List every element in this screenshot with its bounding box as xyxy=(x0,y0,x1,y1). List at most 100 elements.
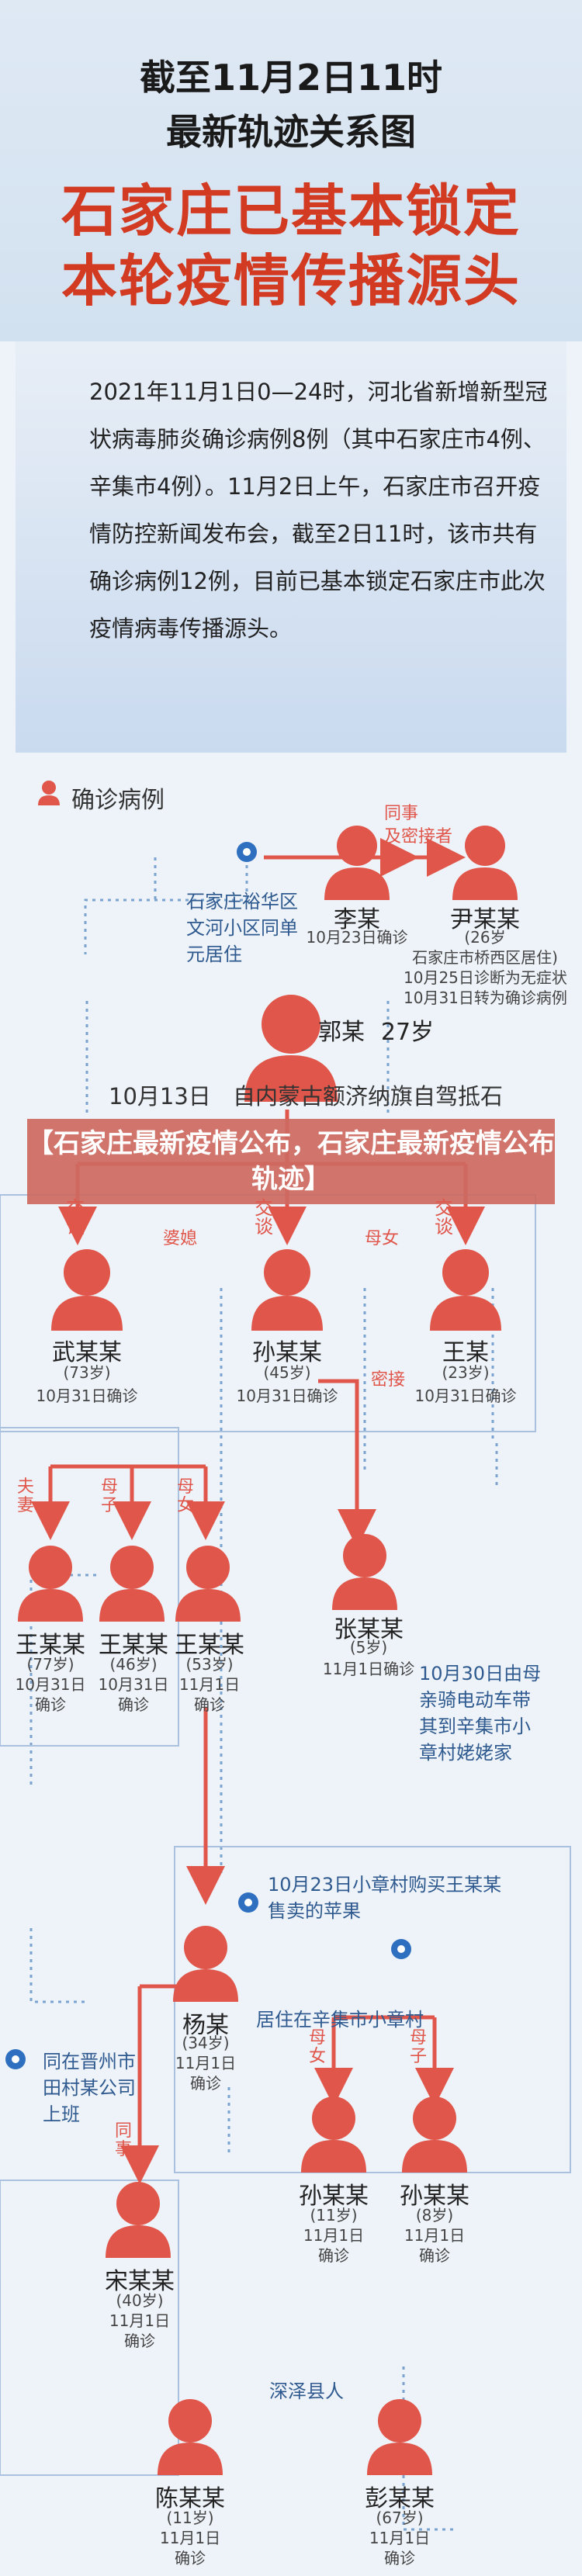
person-name-wu: 武某某 xyxy=(52,1339,122,1366)
location-buy-apple: 10月23日小章村购买王某某售卖的苹果 xyxy=(268,1874,502,1922)
person-info-wang2-0: (77岁) xyxy=(26,1655,74,1674)
relation-muzi-1: 母子 xyxy=(101,1477,119,1515)
person-info-sun2-0: (11岁) xyxy=(310,2206,358,2225)
person-info-sun1-1: 10月31日确诊 xyxy=(236,1387,338,1405)
person-name-zhang: 张某某 xyxy=(334,1616,404,1643)
person-info-song-0: (40岁) xyxy=(116,2291,164,2310)
person-info-sun3-1: 11月1日 xyxy=(404,2226,466,2245)
person-info-sun3-0: (8岁) xyxy=(415,2206,454,2225)
person-info-yin-3: 10月31日转为确诊病例 xyxy=(404,989,567,1007)
relation-poxi: 婆媳 xyxy=(163,1229,198,1248)
person-age-guo: 27岁 xyxy=(380,1019,435,1046)
person-info-wu-1: 10月31日确诊 xyxy=(36,1387,138,1405)
intro-panel: 2021年11月1日0—24时，河北省新增新型冠状病毒肺炎确诊病例8例（其中石家… xyxy=(16,341,566,753)
overlay-banner: 【石家庄最新疫情公布，石家庄最新疫情公布轨迹】 xyxy=(27,1119,555,1204)
person-info-song-1: 11月1日 xyxy=(109,2311,171,2330)
location-yuhua: 石家庄裕华区文河小区同单元居住 xyxy=(186,891,298,965)
person-icon-wang2 xyxy=(18,1546,83,1622)
headline-line2: 本轮疫情传播源头 xyxy=(61,248,521,313)
person-info-zhang-1: 11月1日确诊 xyxy=(322,1660,415,1678)
person-name-yang: 杨某 xyxy=(182,2012,229,2039)
person-info-wu-0: (73岁) xyxy=(63,1363,111,1382)
person-info-wang4-0: (53岁) xyxy=(185,1655,234,1674)
person-info-wang3-0: (46岁) xyxy=(109,1655,158,1674)
person-icon-guo xyxy=(244,995,338,1102)
location-live-xiaozhang: 居住在辛集市小章村 xyxy=(256,2009,424,2031)
person-info-wang4-2: 确诊 xyxy=(194,1695,225,1714)
relation-jiaotan-1: 交谈 xyxy=(66,1197,85,1238)
person-icon-sun1 xyxy=(251,1249,323,1331)
person-info-li: 10月23日确诊 xyxy=(306,928,408,947)
location-xinji-xiaozhang: 10月30日由母亲骑电动车带其到辛集市小章村姥姥家 xyxy=(419,1663,542,1764)
header-panel: 截至11月2日11时 最新轨迹关系图 石家庄已基本锁定 本轮疫情传播源头 xyxy=(0,0,582,341)
person-info-peng-2: 确诊 xyxy=(384,2549,415,2567)
relation-jiaotan-3: 交谈 xyxy=(435,1197,453,1238)
person-icon-yin xyxy=(452,826,518,900)
person-info-sun2-1: 11月1日 xyxy=(303,2226,365,2245)
relation-muzi-2: 母子 xyxy=(410,2028,428,2066)
person-icon-yang xyxy=(173,1926,238,2002)
person-icon-song xyxy=(106,2182,171,2258)
person-info-wang2-2: 确诊 xyxy=(35,1695,66,1714)
person-icon-li xyxy=(324,826,390,900)
person-name-chen: 陈某某 xyxy=(155,2485,225,2512)
person-info-wang3-1: 10月31日 xyxy=(98,1675,169,1694)
person-info-yin-0: (26岁 xyxy=(464,928,506,947)
person-info-chen-0: (11岁) xyxy=(166,2508,214,2527)
person-info-sun1-0: (45岁) xyxy=(263,1363,311,1382)
person-info-yang-0: (34岁) xyxy=(182,2034,230,2052)
guo-trail-date-0: 10月13日 xyxy=(109,1083,211,1110)
person-name-peng: 彭某某 xyxy=(365,2485,435,2512)
person-icon-sun2 xyxy=(301,2096,366,2173)
person-info-peng-1: 11月1日 xyxy=(369,2529,431,2547)
person-name-song: 宋某某 xyxy=(105,2268,175,2295)
person-name-wang3: 王某某 xyxy=(99,1632,168,1659)
person-icon-peng xyxy=(367,2399,432,2475)
person-name-sun1: 孙某某 xyxy=(252,1339,322,1366)
person-icon-legend xyxy=(38,781,60,805)
person-info-wang2-1: 10月31日 xyxy=(15,1675,86,1694)
person-name-guo: 郭某 xyxy=(318,1019,365,1046)
person-info-wang1-1: 10月31日确诊 xyxy=(414,1387,517,1405)
intro-paragraph: 2021年11月1日0—24时，河北省新增新型冠状病毒肺炎确诊病例8例（其中石家… xyxy=(89,379,548,642)
person-info-yin-2: 10月25日诊断为无症状 xyxy=(404,968,567,987)
location-shenze: 深泽县人 xyxy=(269,2380,344,2402)
person-info-song-2: 确诊 xyxy=(124,2332,155,2350)
person-info-sun3-2: 确诊 xyxy=(419,2246,450,2265)
person-info-chen-1: 11月1日 xyxy=(159,2529,221,2547)
person-info-yin-1: 石家庄市桥西区居住) xyxy=(412,948,558,967)
relation-munv: 母女 xyxy=(365,1229,400,1248)
relation-tongshi: 同事 xyxy=(384,804,419,823)
person-info-sun2-2: 确诊 xyxy=(318,2246,349,2265)
person-name-wang1: 王某 xyxy=(442,1339,489,1366)
person-info-peng-0: (67岁) xyxy=(376,2508,424,2527)
relation-mijie: 密接 xyxy=(371,1370,406,1390)
person-icon-wang4 xyxy=(175,1546,241,1622)
guo-trail-desc-0: 自内蒙古额济纳旗自驾抵石 xyxy=(233,1083,504,1110)
relation-jiaotan-2: 交谈 xyxy=(255,1197,273,1238)
person-info-yang-2: 确诊 xyxy=(190,2074,221,2093)
overlay-banner-text: 【石家庄最新疫情公布，石家庄最新疫情公布轨迹】 xyxy=(27,1128,555,1195)
relation-munv-2: 母女 xyxy=(177,1477,195,1515)
person-icon-zhang xyxy=(332,1534,397,1610)
relation-jiechu: 及密接者 xyxy=(384,827,453,847)
person-name-li: 李某 xyxy=(334,906,380,933)
person-name-sun3: 孙某某 xyxy=(400,2183,469,2210)
person-icon-wang1 xyxy=(430,1249,501,1331)
person-icon-chen xyxy=(158,2399,223,2475)
person-info-chen-2: 确诊 xyxy=(175,2549,206,2567)
person-name-wang4: 王某某 xyxy=(175,1632,244,1659)
relation-tongshi-2: 同事 xyxy=(115,2121,133,2159)
person-icon-sun3 xyxy=(402,2096,467,2173)
person-icon-wu xyxy=(51,1249,123,1331)
location-jinzhou: 同在晋州市田村某公司上班 xyxy=(43,2051,136,2125)
relation-munv-3: 母女 xyxy=(309,2028,327,2066)
person-name-sun2: 孙某某 xyxy=(299,2183,369,2210)
person-icon-wang3 xyxy=(99,1546,165,1622)
person-info-wang3-2: 确诊 xyxy=(118,1695,149,1714)
legend-label: 确诊病例 xyxy=(71,787,165,814)
person-name-yin: 尹某某 xyxy=(450,906,520,933)
person-info-yang-1: 11月1日 xyxy=(175,2054,237,2072)
person-info-zhang-0: (5岁) xyxy=(349,1638,388,1657)
